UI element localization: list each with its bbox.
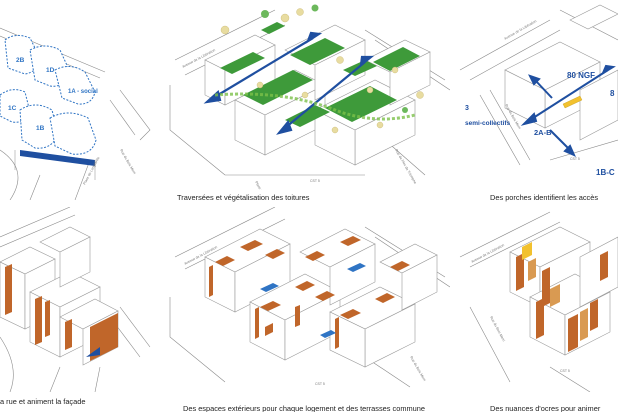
street-label: CST 5 xyxy=(310,179,320,183)
porch-label-80ngf: 80 NGF xyxy=(567,71,595,80)
zone-label-1c: 1C xyxy=(8,105,17,112)
street-label: Rue du Bois Merri xyxy=(489,316,506,343)
caption-facade: a rue et animent la façade xyxy=(0,397,86,406)
panel-facade: a rue et animent la façade xyxy=(0,207,165,412)
porch-label-8: 8 xyxy=(610,89,615,98)
caption-porches: Des porches identifient les accès xyxy=(490,193,599,202)
zone-label-1b: 1B xyxy=(36,125,45,132)
ochre-shades-diagram: Avenue de la Libération Rue du Bois Merr… xyxy=(459,211,618,392)
caption-ochre-shades: Des nuances d'ocres pour animer xyxy=(490,404,601,412)
porch-label-semi: semi-collectifs xyxy=(465,120,511,127)
roof-greening-diagram: Place de Longlaville CST 5 Avenue de la … xyxy=(169,4,450,191)
panel-ochre-shades: Avenue de la Libération Rue du Bois Merr… xyxy=(450,207,618,412)
street-label: Rue de l'Arc de Triomphe xyxy=(394,149,417,185)
zone-label-1d: 1D xyxy=(46,67,55,74)
street-label: Place de Longlaville xyxy=(254,181,273,191)
zone-label-2b: 2B xyxy=(16,57,25,64)
street-label: CST 5 xyxy=(315,382,325,386)
street-label: Avenue de la Libération xyxy=(471,243,505,264)
caption-roof-greening: Traversées et végétalisation des toiture… xyxy=(177,193,310,202)
porch-label-1bc: 1B-C xyxy=(596,168,615,177)
zone-label-1a-social: 1A - social xyxy=(68,89,98,95)
panel-outdoor-spaces: Avenue de la Libération Rue du Bois Merr… xyxy=(165,207,450,412)
panel-porches: 80 NGF 8 3 semi-collectifs 2A-B 1B-C Ave… xyxy=(450,0,618,205)
zones-diagram: 2B 1D 1C 1B 1A - social Rue du Bois Merr… xyxy=(0,27,151,200)
panel-zones-social: 2B 1D 1C 1B 1A - social Rue du Bois Merr… xyxy=(0,0,180,200)
street-label: Rue du Bois Merri xyxy=(119,149,137,175)
porch-label-2ab: 2A-B xyxy=(534,128,552,137)
porch-label-3: 3 xyxy=(465,105,469,112)
facade-diagram xyxy=(0,207,151,392)
street-label: CST 5 xyxy=(560,369,570,373)
street-label: Rue du Bois Merri xyxy=(409,356,427,382)
panel-roof-greening: Place de Longlaville CST 5 Avenue de la … xyxy=(165,0,450,205)
porches-diagram: 80 NGF 8 3 semi-collectifs 2A-B 1B-C Ave… xyxy=(459,4,618,177)
caption-outdoor-spaces: Des espaces extérieurs pour chaque logem… xyxy=(183,404,425,412)
outdoor-spaces-diagram: Avenue de la Libération Rue du Bois Merr… xyxy=(169,207,450,388)
street-label: CST 5 xyxy=(570,157,580,161)
